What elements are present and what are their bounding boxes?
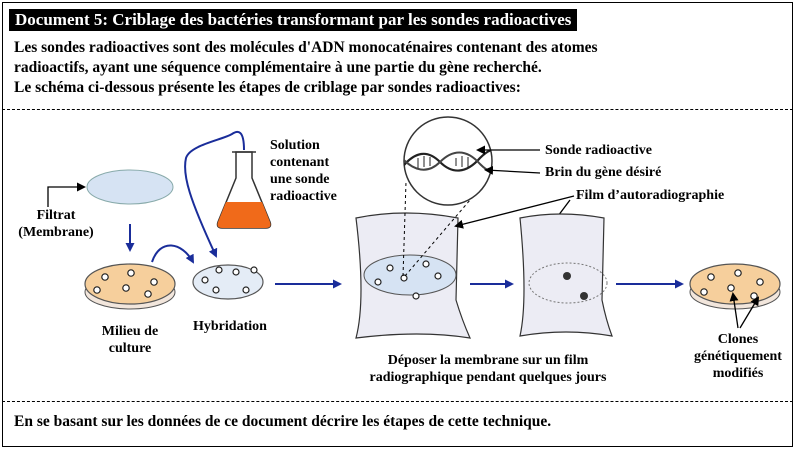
deposer-label: Déposer la membrane sur un film radiogra…	[348, 352, 628, 386]
solution-label-line3: une sonde	[270, 172, 330, 187]
document-frame	[2, 2, 793, 447]
solution-label: Solution contenant une sonde radioactive	[270, 137, 337, 205]
film-label: Film d’autoradiographie	[576, 188, 725, 203]
arrow-solution-to-hybridation	[184, 131, 245, 258]
question-text: En se basant sur les données de ce docum…	[14, 413, 552, 430]
clones-label-line1: Clones	[717, 332, 759, 347]
intro-line-2: radioactifs, ayant une séquence compléme…	[14, 59, 542, 76]
milieu-label: Milieu de culture	[78, 323, 182, 357]
clones-label-line3: modifiés	[712, 366, 764, 381]
milieu-label-line1: Milieu de	[101, 324, 159, 339]
clones-pointer-right	[739, 296, 760, 329]
intro-line-1: Les sondes radioactives sont des molécul…	[14, 39, 598, 56]
filtrat-label-line1: Filtrat	[36, 208, 76, 223]
top-divider	[2, 109, 793, 110]
deposer-label-line1: Déposer la membrane sur un film	[387, 353, 589, 368]
milieu-label-line2: culture	[108, 341, 152, 356]
filtrat-membrane	[86, 169, 174, 205]
filtrat-pointer	[47, 182, 86, 207]
petri-culture	[84, 263, 176, 310]
autoradiography-film	[519, 213, 613, 337]
solution-label-line4: radioactive	[270, 189, 337, 204]
filtrat-label: Filtrat (Membrane)	[14, 207, 98, 241]
hybridation-membrane	[192, 264, 264, 300]
solution-label-line1: Solution	[270, 138, 320, 153]
film-with-membrane	[355, 212, 471, 339]
bottom-divider	[2, 401, 793, 402]
brin-pointer	[484, 165, 541, 175]
document-title: Document 5: Criblage des bactéries trans…	[9, 9, 578, 31]
filtrat-label-line2: (Membrane)	[18, 225, 94, 240]
zoom-line-right	[404, 185, 483, 277]
solution-label-line2: contenant	[270, 155, 330, 170]
hybridation-label: Hybridation	[193, 319, 267, 334]
intro-line-3: Le schéma ci-dessous présente les étapes…	[14, 79, 521, 96]
zoom-dna-circle	[403, 116, 493, 206]
arrow-culture-to-hybridation	[151, 244, 194, 264]
brin-label: Brin du gène désiré	[545, 165, 662, 180]
flask-solution	[216, 151, 272, 229]
deposer-label-line2: radiographique pendant quelques jours	[369, 370, 607, 385]
clones-pointer-left	[729, 292, 739, 329]
clones-label-line2: génétiquement	[694, 349, 782, 364]
clones-label: Clones génétiquement modifiés	[686, 331, 790, 382]
petri-clones	[689, 263, 781, 310]
film-pointer-left	[454, 195, 575, 229]
zoom-line-left	[402, 181, 407, 277]
sonde-label: Sonde radioactive	[545, 143, 652, 158]
